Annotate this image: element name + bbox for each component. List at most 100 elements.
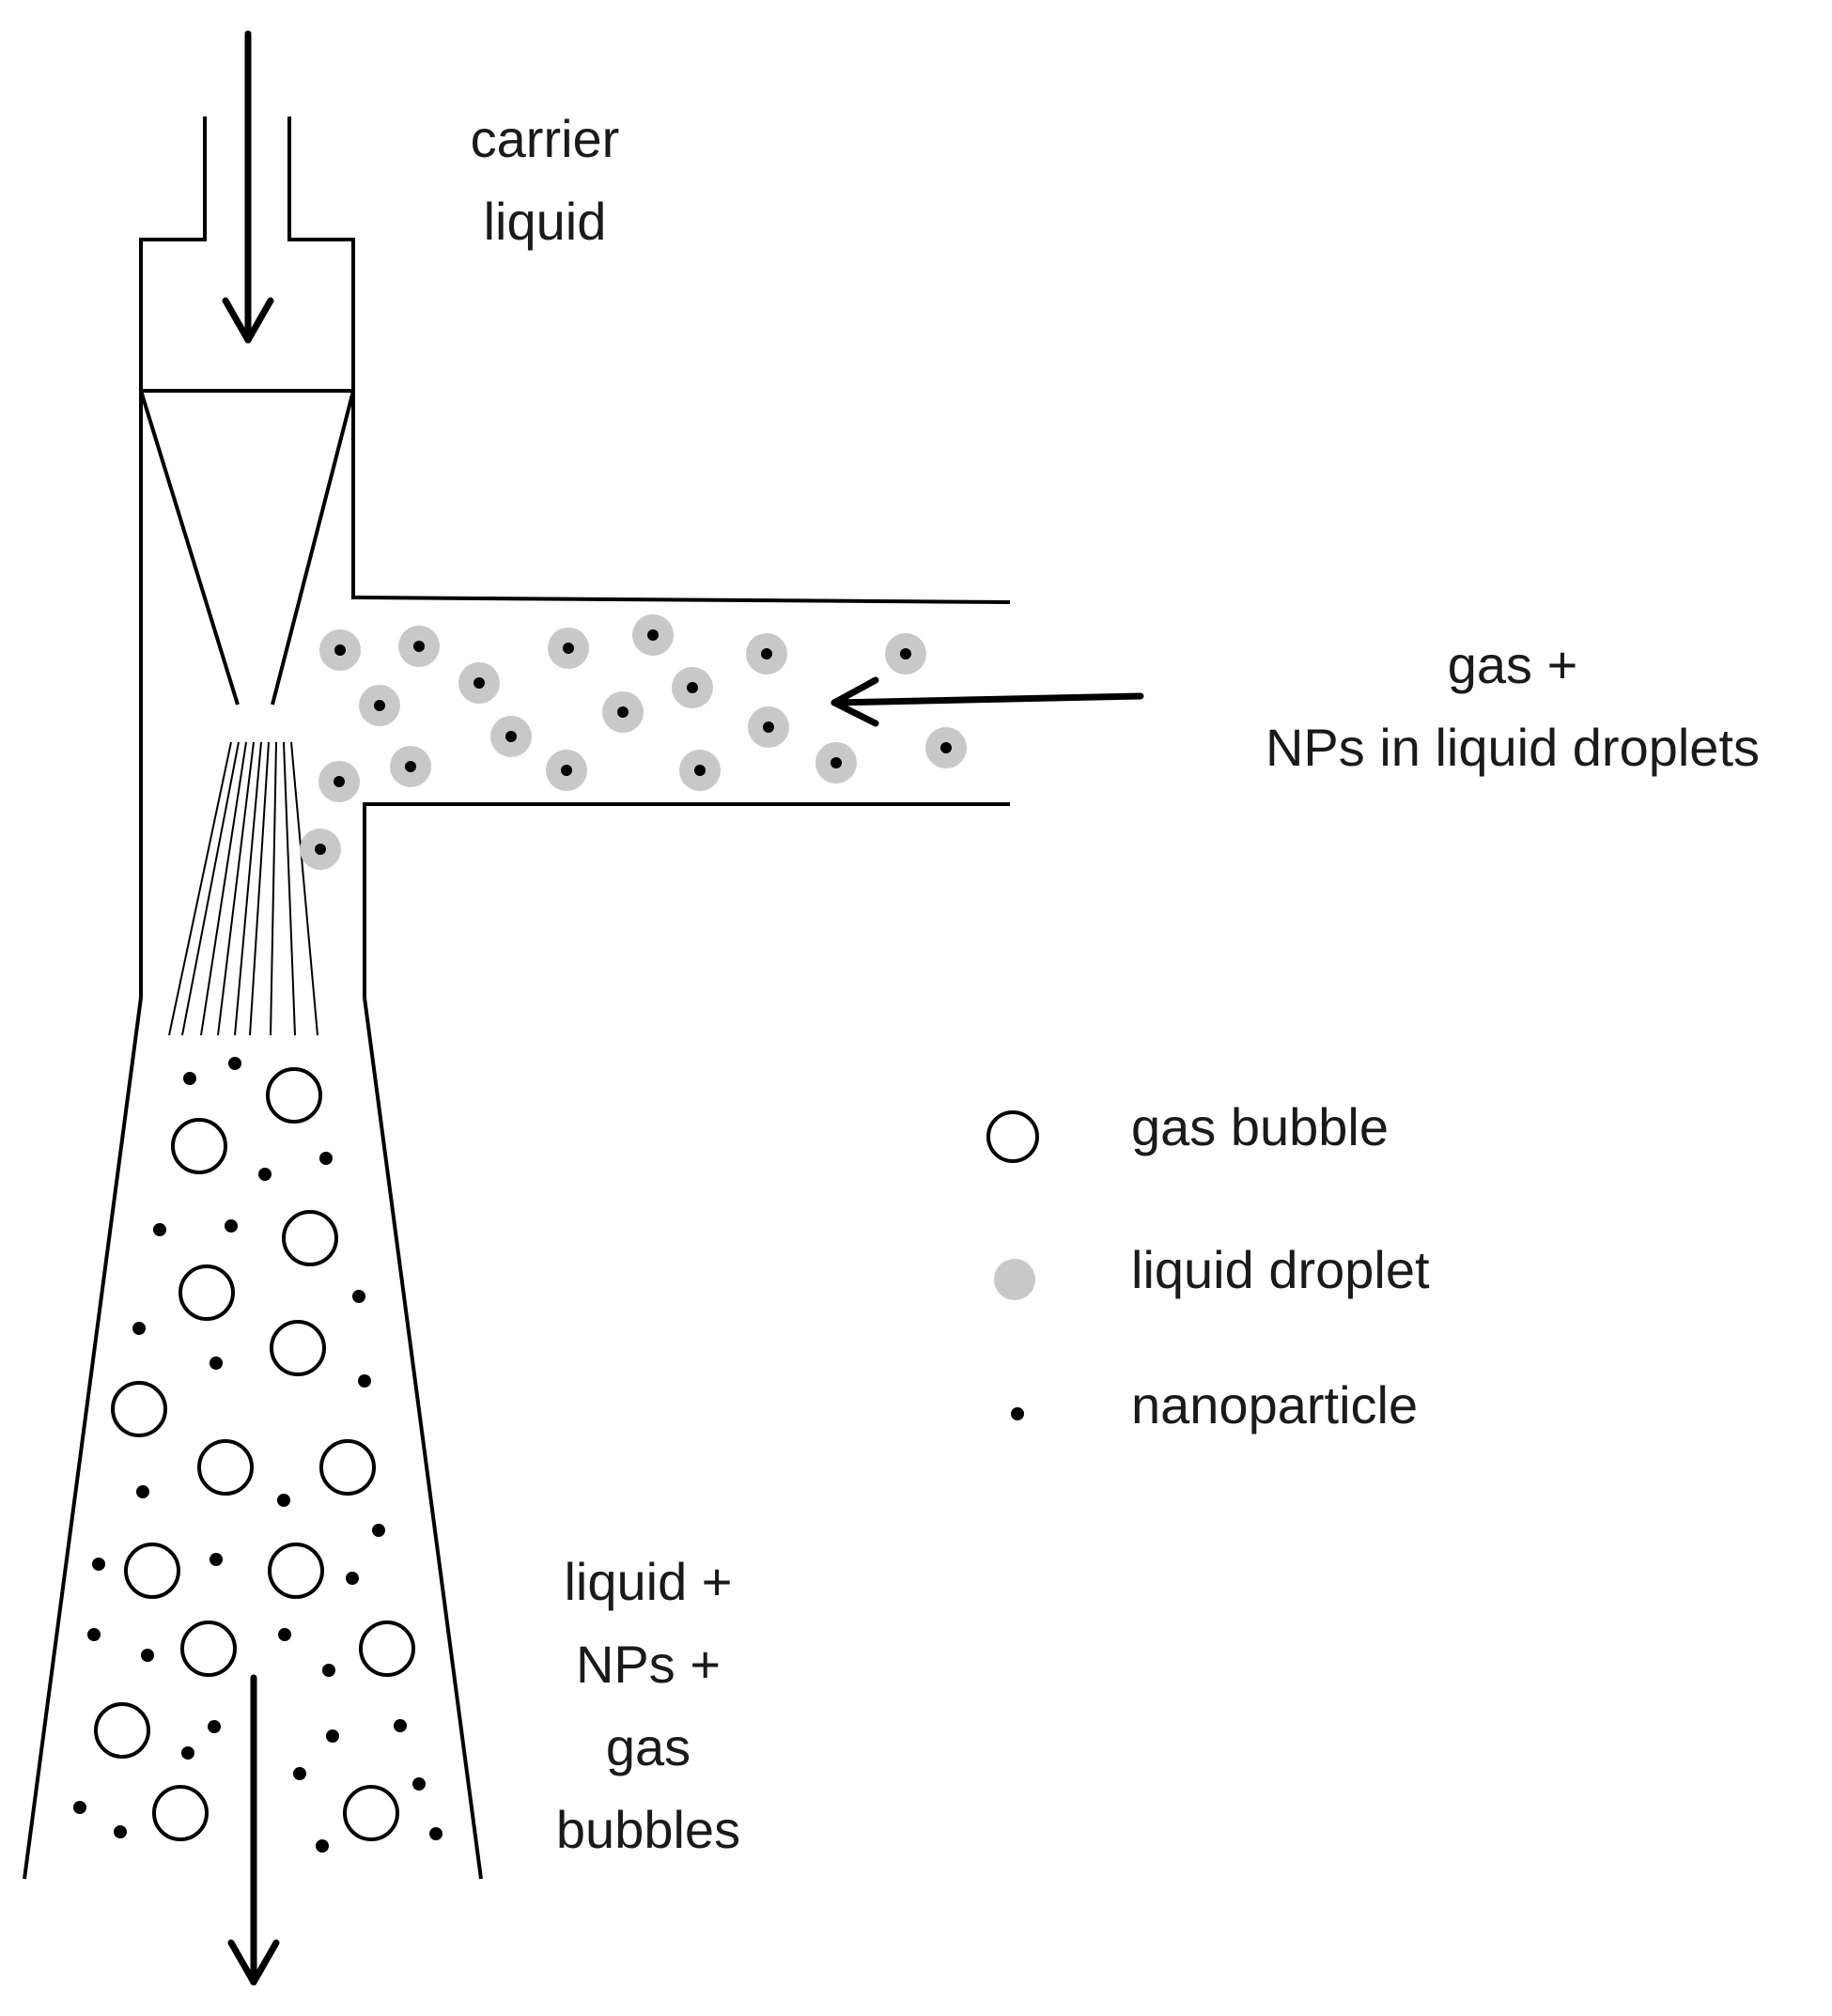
gas-bubble [270, 1320, 326, 1376]
nanoparticle [73, 1801, 86, 1814]
nanoparticle [505, 731, 517, 742]
nanoparticle [322, 1664, 335, 1677]
nanoparticle [334, 644, 346, 656]
nanoparticle [114, 1825, 127, 1838]
particle-field [73, 1057, 442, 1853]
nanoparticle [687, 682, 698, 693]
nanoparticle [181, 1746, 194, 1760]
legend-gas-bubble-icon [986, 1110, 1039, 1163]
jet-line [270, 741, 277, 1036]
gas-bubble [319, 1439, 376, 1496]
nozzle-right-wall [287, 116, 1011, 604]
nanoparticle [92, 1558, 105, 1571]
nanoparticle [412, 1777, 426, 1791]
outlet-line-2: NPs + [575, 1635, 722, 1694]
gas-bubble [197, 1439, 254, 1496]
gas-inlet-line-2: NPs in liquid droplets [1265, 718, 1761, 777]
jet-line [283, 741, 296, 1036]
nozzle-cone-right [271, 390, 355, 706]
gas-bubble [179, 1264, 235, 1321]
nanoparticle [334, 776, 345, 787]
legend-liquid-droplet-label: liquid droplet [1131, 1240, 1430, 1299]
gas-bubble [124, 1543, 180, 1599]
nanoparticle [183, 1072, 196, 1085]
nanoparticle [647, 629, 659, 641]
nozzle-left-wall [139, 116, 207, 998]
jet-line [249, 741, 270, 1036]
jet-line [181, 741, 240, 1036]
legend-nanoparticle-label: nanoparticle [1131, 1375, 1419, 1434]
nanoparticle [372, 1524, 385, 1537]
nanoparticle [319, 1152, 333, 1165]
nanoparticle [278, 1628, 291, 1641]
gas-bubble [343, 1785, 399, 1841]
nanoparticle [315, 844, 326, 855]
nozzle-cone-left [139, 390, 240, 706]
nanoparticle [87, 1628, 101, 1641]
gas-bubble [282, 1210, 338, 1266]
nanoparticle [374, 700, 385, 711]
nanoparticle [900, 648, 911, 659]
gas-inlet-label: gas + NPs in liquid droplets [1203, 624, 1823, 789]
nanoparticle [405, 761, 416, 772]
gas-inlet-line-1: gas + [1447, 635, 1578, 694]
nanoparticle [225, 1219, 238, 1233]
jet-line [168, 741, 232, 1036]
ejector-walls [23, 116, 1011, 1880]
nanoparticle [694, 765, 706, 776]
nanoparticle [208, 1720, 221, 1733]
carrier-liquid-label: carrier liquid [404, 98, 686, 263]
nanoparticle [210, 1553, 223, 1566]
diffuser-left-wall [23, 997, 143, 1880]
nanoparticle [474, 677, 485, 689]
nanoparticle [358, 1374, 371, 1388]
gas-inlet-arrow-shaft [831, 692, 1144, 706]
nanoparticle [413, 641, 425, 652]
nanoparticle [346, 1572, 359, 1585]
droplet-field [300, 614, 967, 870]
outlet-line-4: bubbles [555, 1800, 741, 1859]
nanoparticle [761, 648, 772, 659]
nanoparticle [293, 1767, 306, 1780]
jet-spray-lines [168, 741, 318, 1036]
gas-bubble [94, 1702, 150, 1759]
legend [986, 1110, 1039, 1420]
jet-line [217, 741, 255, 1036]
flow-arrows [222, 30, 1144, 1986]
nanoparticle [563, 643, 574, 654]
outlet-label: liquid + NPs + gas bubbles [489, 1541, 808, 1871]
outlet-arrow-head [227, 1939, 280, 1986]
nanoparticle [277, 1494, 290, 1507]
nanoparticle [136, 1485, 149, 1498]
gas-bubble [152, 1785, 209, 1841]
nanoparticle [141, 1649, 154, 1662]
nanoparticle [763, 721, 774, 733]
jet-line [290, 741, 318, 1036]
gas-bubble [268, 1543, 324, 1599]
gas-bubble [171, 1118, 227, 1174]
outlet-line-3: gas [605, 1717, 691, 1776]
outlet-line-1: liquid + [564, 1552, 733, 1611]
gas-bubble [359, 1621, 415, 1677]
gas-bubble [266, 1067, 322, 1124]
carrier-liquid-line-1: carrier [470, 109, 620, 168]
jet-line [200, 741, 247, 1036]
gas-inlet-arrow-head [831, 676, 879, 727]
legend-nanoparticle-icon [1011, 1407, 1024, 1420]
gas-bubble [180, 1621, 237, 1677]
nanoparticle [228, 1057, 241, 1070]
nanoparticle [394, 1719, 407, 1732]
nanoparticle [210, 1357, 223, 1370]
nanoparticle [326, 1729, 339, 1743]
bubble-field [94, 1067, 415, 1841]
gas-bubble [111, 1381, 167, 1437]
nanoparticle [352, 1290, 365, 1303]
legend-gas-bubble-label: gas bubble [1131, 1097, 1390, 1156]
nanoparticle [132, 1322, 146, 1335]
suction-lower-wall [363, 802, 1010, 998]
nanoparticle [940, 742, 952, 753]
nanoparticle [258, 1168, 272, 1181]
legend-liquid-droplet-icon [994, 1259, 1035, 1300]
diffuser-right-wall [363, 997, 483, 1880]
